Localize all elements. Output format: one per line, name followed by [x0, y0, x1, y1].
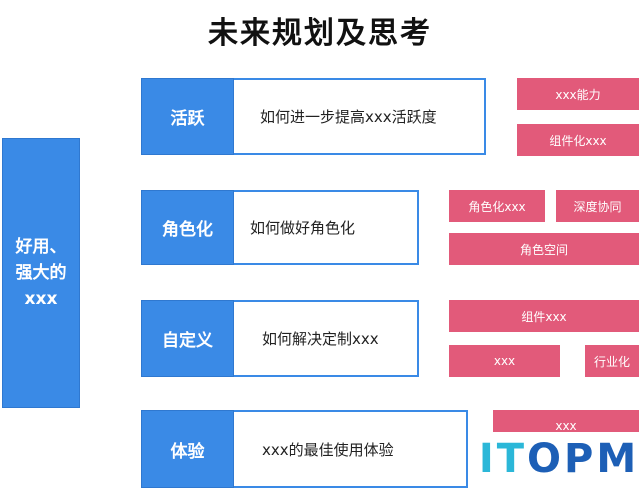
tag-component: 组件化xxx [517, 124, 639, 156]
tag-collaboration: 深度协同 [556, 190, 639, 222]
plan-row-active: 活跃 如何进一步提高xxx活跃度 [141, 78, 486, 155]
goal-line-3: xxx [24, 289, 58, 309]
goal-line-1: 好用、 [15, 237, 67, 257]
plan-row-custom: 自定义 如何解决定制xxx [141, 300, 419, 377]
row-description: xxx的最佳使用体验 [234, 410, 468, 488]
goal-box: 好用、 强大的 xxx [2, 138, 80, 408]
row-description: 如何做好角色化 [234, 190, 419, 265]
tag-xxx: xxx [449, 345, 560, 377]
plan-row-role: 角色化 如何做好角色化 [141, 190, 419, 265]
watermark-background [478, 432, 640, 488]
row-description: 如何解决定制xxx [234, 300, 419, 377]
row-label: 角色化 [141, 190, 234, 265]
goal-line-2: 强大的 [15, 263, 67, 283]
tag-capability: xxx能力 [517, 78, 639, 110]
row-label: 活跃 [141, 78, 234, 155]
tag-role-space: 角色空间 [449, 233, 639, 265]
row-description: 如何进一步提高xxx活跃度 [234, 78, 486, 155]
row-label: 自定义 [141, 300, 234, 377]
row-label: 体验 [141, 410, 234, 488]
tag-industry: 行业化 [585, 345, 639, 377]
tag-role: 角色化xxx [449, 190, 545, 222]
plan-row-experience: 体验 xxx的最佳使用体验 [141, 410, 468, 488]
page-title: 未来规划及思考 [208, 16, 432, 51]
tag-component-xxx: 组件xxx [449, 300, 639, 332]
